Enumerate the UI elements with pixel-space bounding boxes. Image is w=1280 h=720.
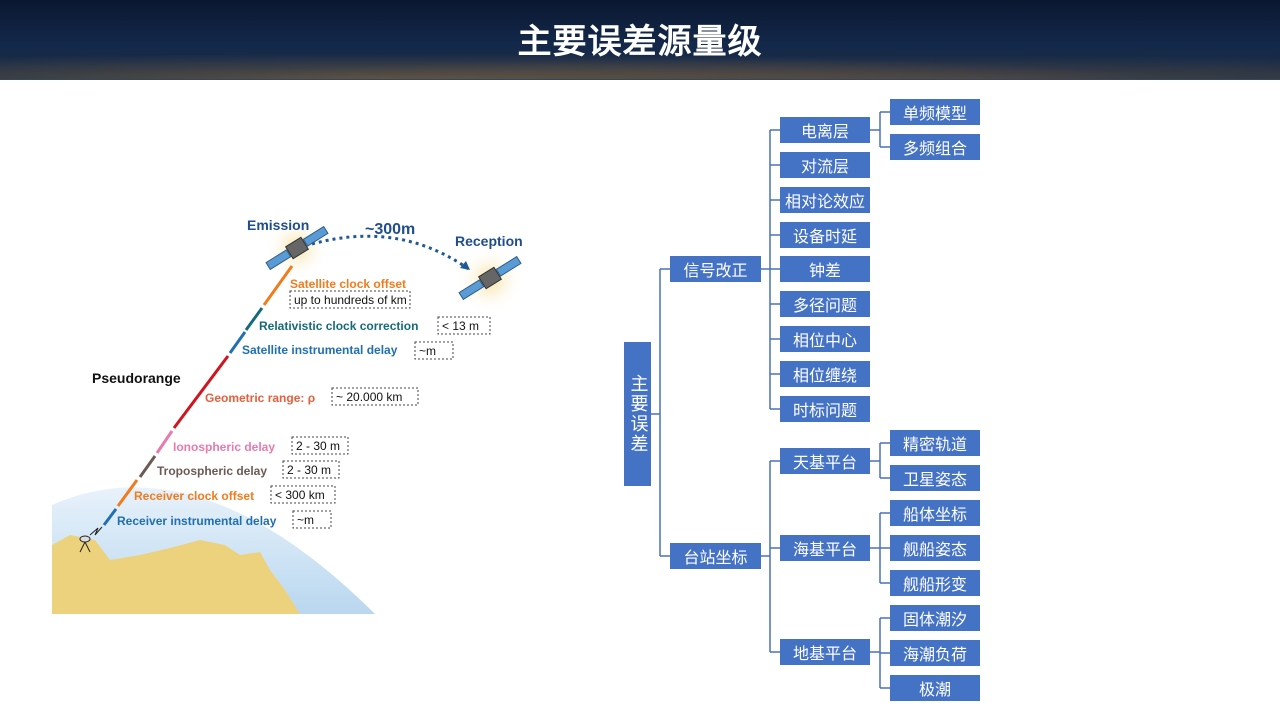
error-label: Relativistic clock correction (259, 319, 418, 333)
signal-travel-arrow (311, 234, 471, 272)
receiver-antenna-icon (79, 526, 103, 553)
tree-node: 多频组合 (890, 134, 980, 160)
arrow-head-icon (460, 261, 470, 270)
tree-node: 固体潮汐 (890, 605, 980, 631)
tree-root-main-errors: 主要误差 (624, 342, 651, 486)
error-value: < 13 m (442, 319, 479, 333)
tree-node: 舰船姿态 (890, 535, 980, 561)
tree-node: 对流层 (780, 152, 870, 178)
tree-node: 钟差 (780, 256, 870, 282)
pseudorange-label: Pseudorange (92, 370, 181, 386)
pseudorange-line (102, 265, 294, 526)
tree-node: 船体坐标 (890, 500, 980, 526)
error-label: Ionospheric delay (173, 440, 275, 454)
tree-node: 舰船形变 (890, 570, 980, 596)
tree-node: 单频模型 (890, 99, 980, 125)
error-value: ~m (297, 513, 314, 527)
tree-node: 地基平台 (780, 639, 870, 665)
tree-node: 精密轨道 (890, 430, 980, 456)
error-value: 2 - 30 m (296, 439, 340, 453)
tree-node: 设备时延 (780, 222, 870, 248)
distance-label: ~300m (365, 221, 415, 238)
error-value-box (331, 387, 419, 406)
error-value: ~m (419, 344, 436, 358)
error-value: ~ 20.000 km (336, 390, 402, 404)
error-value-box (270, 485, 336, 504)
error-value-box (414, 341, 454, 360)
satellite-reception-icon (458, 255, 522, 301)
error-label: Receiver clock offset (134, 489, 254, 503)
error-value-box (289, 290, 411, 309)
tree-node: 相位缠绕 (780, 361, 870, 387)
satellite-emission-icon (265, 225, 329, 271)
tree-node: 相对论效应 (780, 187, 870, 213)
error-value-box (291, 436, 349, 455)
error-label: Satellite clock offset (290, 277, 406, 291)
tree-node: 天基平台 (780, 448, 870, 474)
error-label: Satellite instrumental delay (242, 343, 398, 357)
earth-glow-decoration (0, 49, 1280, 79)
error-value-box (282, 460, 340, 479)
page-title: 主要误差源量级 (517, 22, 763, 62)
error-label: Tropospheric delay (157, 464, 267, 478)
tree-node-station-coordinates: 台站坐标 (670, 543, 761, 569)
gnss-error-diagram: Emission Reception ~300m Pseudorange Sat… (52, 216, 524, 614)
title-banner: 主要误差源量级 (0, 0, 1280, 80)
error-label: Geometric range: ρ (205, 391, 315, 405)
emission-label: Emission (247, 217, 309, 233)
earth-globe (52, 487, 375, 614)
tree-node: 卫星姿态 (890, 465, 980, 491)
tree-node: 海基平台 (780, 535, 870, 561)
tree-node: 极潮 (890, 675, 980, 701)
tree-node: 时标问题 (780, 396, 870, 422)
error-value: < 300 km (275, 488, 325, 502)
reception-label: Reception (455, 233, 523, 249)
error-label: Receiver instrumental delay (117, 514, 277, 528)
error-value-box (437, 316, 491, 335)
tree-node: 多径问题 (780, 291, 870, 317)
tree-node: 相位中心 (780, 326, 870, 352)
tree-node: 海潮负荷 (890, 640, 980, 666)
tree-node: 电离层 (780, 117, 870, 143)
tree-node-signal-correction: 信号改正 (670, 256, 761, 282)
error-value: 2 - 30 m (287, 463, 331, 477)
error-value: up to hundreds of km (294, 293, 407, 307)
error-value-box (292, 510, 332, 529)
